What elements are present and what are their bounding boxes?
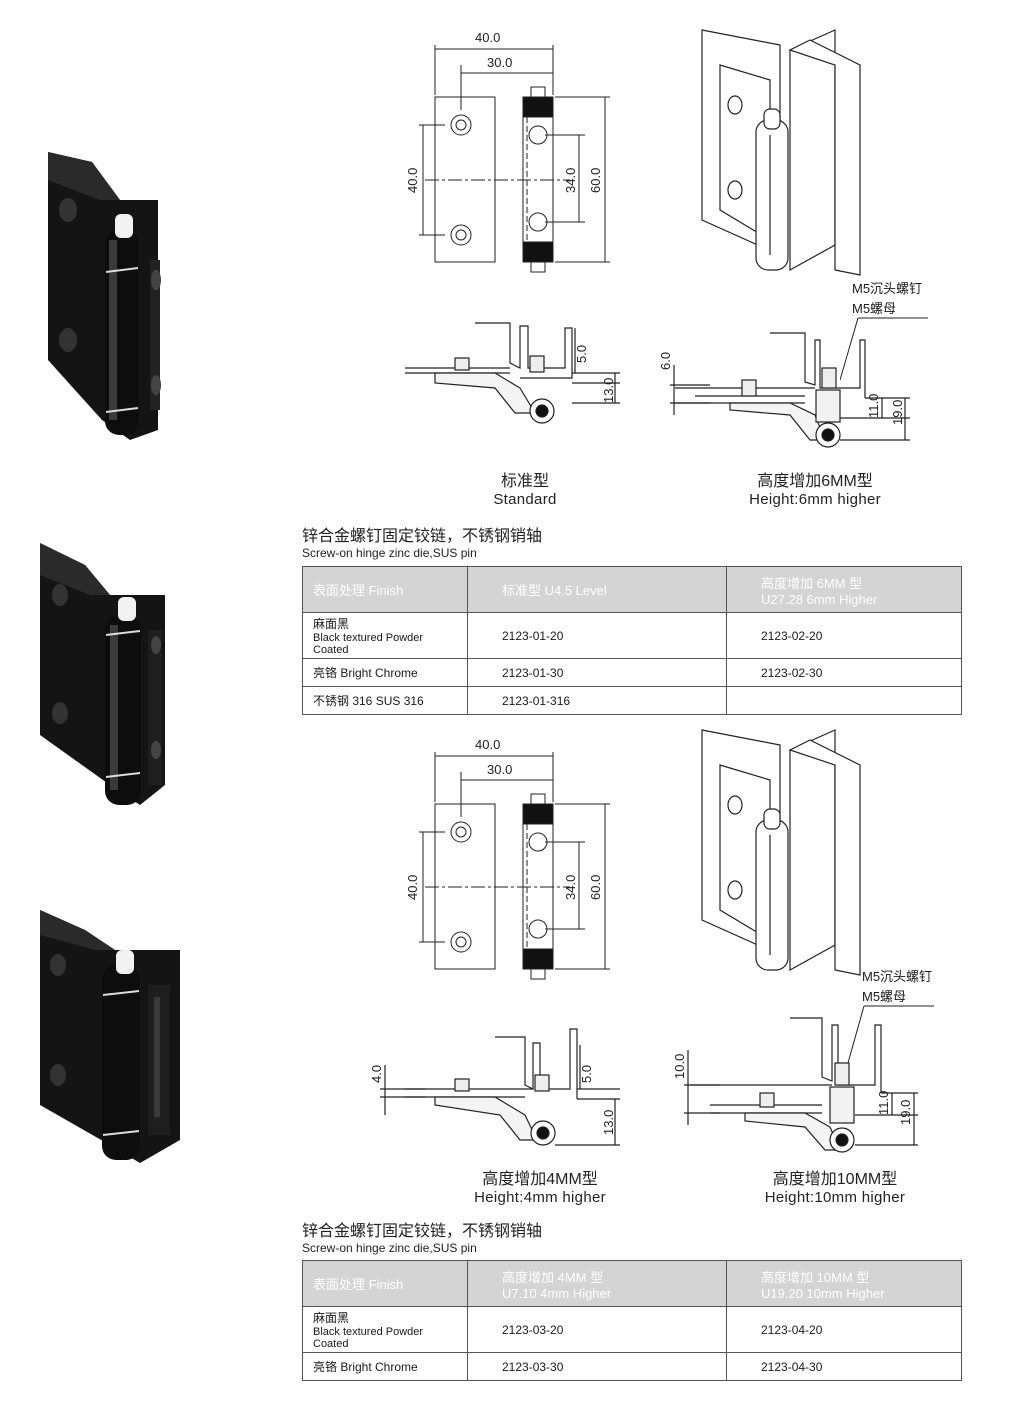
dim-5: 5.0 [579, 1065, 594, 1083]
row-part-standard: 2123-01-316 [467, 686, 727, 715]
row-finish-cn: 麻面黑 [313, 1311, 350, 1325]
dim-height-40: 40.0 [405, 875, 420, 900]
dim-width-30: 30.0 [487, 55, 512, 70]
iso-view-drawing-1 [701, 29, 861, 276]
dim-height-34: 34.0 [563, 168, 578, 193]
dim-width-40: 40.0 [475, 30, 500, 45]
side-view-4mm: 4.0 5.0 13.0 [369, 1028, 620, 1146]
row-part-6mm [726, 686, 962, 715]
side-view-10mm: 10.0 11.0 19.0 [672, 1017, 918, 1153]
callout-screw: M5沉头螺钉 [862, 969, 933, 984]
dim-10: 10.0 [672, 1054, 687, 1079]
callout-screw: M5沉头螺钉 [852, 281, 923, 296]
table2-header-10mm-line1: 高度增加 10MM 型 [761, 1269, 870, 1285]
hinge-photo-2 [40, 543, 165, 805]
dim-6: 6.0 [658, 352, 673, 370]
table2-header-4mm: 高度增加 4MM 型 U7.10 4mm Higher [467, 1260, 727, 1307]
row-part-10mm: 2123-04-20 [726, 1306, 962, 1353]
row-part-4mm: 2123-03-30 [467, 1352, 727, 1381]
row-part-standard: 2123-01-30 [467, 658, 727, 687]
table-row: 亮铬 Bright Chrome 2123-01-30 2123-02-30 [302, 658, 962, 687]
row-part-6mm: 2123-02-20 [726, 612, 962, 659]
table2-header-4mm-line1: 高度增加 4MM 型 [502, 1269, 604, 1285]
table1-header-finish: 表面处理 Finish [302, 566, 468, 613]
table1-header-6mm-line2: U27.28 6mm Higher [761, 591, 878, 607]
front-view-drawing-1: 40.0 30.0 40.0 34.0 60.0 [405, 30, 610, 273]
callout-leader-1 [840, 317, 928, 381]
table1-header-6mm-line1: 高度增加 6MM 型 [761, 575, 863, 591]
dim-height-60: 60.0 [588, 875, 603, 900]
row-finish-en: Black textured Powder Coated [313, 632, 424, 656]
table2-header-10mm-line2: U19.20 10mm Higher [761, 1285, 885, 1301]
dim-13: 13.0 [601, 1110, 616, 1135]
table-row: 亮铬 Bright Chrome 2123-03-30 2123-04-30 [302, 1352, 962, 1381]
dim-height-40: 40.0 [405, 168, 420, 193]
table2-header-4mm-line2: U7.10 4mm Higher [502, 1285, 612, 1301]
dim-19: 19.0 [890, 400, 905, 425]
callout-labels-1: M5沉头螺钉 M5螺母 [852, 279, 922, 319]
dim-11: 11.0 [876, 1091, 891, 1115]
table2-header-finish: 表面处理 Finish [302, 1260, 468, 1307]
callout-labels-2: M5沉头螺钉 M5螺母 [862, 967, 932, 1007]
section-title-1-en: Screw-on hinge zinc die,SUS pin [302, 546, 477, 560]
dim-5: 5.0 [574, 345, 589, 363]
callout-leader-2 [846, 1005, 934, 1071]
caption-standard-en: Standard [493, 491, 557, 508]
row-part-standard: 2123-01-20 [467, 612, 727, 659]
iso-view-drawing-2 [701, 729, 861, 976]
row-part-4mm: 2123-03-20 [467, 1306, 727, 1353]
hinge-photo-1 [48, 152, 161, 440]
caption-standard: 标准型 Standard [455, 467, 595, 508]
front-view-drawing-2: 40.0 30.0 40.0 34.0 60.0 [405, 737, 610, 980]
caption-4mm-cn: 高度增加4MM型 [482, 1171, 598, 1188]
dim-13: 13.0 [601, 378, 616, 403]
table2-header-10mm: 高度增加 10MM 型 U19.20 10mm Higher [726, 1260, 962, 1307]
table1-header-6mm: 高度增加 6MM 型 U27.28 6mm Higher [726, 566, 962, 613]
dim-4: 4.0 [369, 1065, 384, 1083]
caption-10mm-en: Height:10mm higher [764, 1189, 906, 1206]
dim-width-40: 40.0 [475, 737, 500, 752]
caption-standard-cn: 标准型 [500, 473, 549, 490]
spec-table-2: 表面处理 Finish 高度增加 4MM 型 U7.10 4mm Higher … [302, 1260, 962, 1381]
dim-11: 11.0 [866, 394, 881, 418]
caption-10mm: 高度增加10MM型 Height:10mm higher [750, 1165, 920, 1206]
table1-header-standard: 标准型 U4.5 Level [467, 566, 727, 613]
section-title-1: 锌合金螺钉固定铰链，不锈钢销轴 Screw-on hinge zinc die,… [302, 522, 542, 560]
row-part-6mm: 2123-02-30 [726, 658, 962, 687]
spec-table-1: 表面处理 Finish 标准型 U4.5 Level 高度增加 6MM 型 U2… [302, 566, 962, 715]
caption-6mm-cn: 高度增加6MM型 [757, 473, 873, 490]
caption-6mm: 高度增加6MM型 Height:6mm higher [730, 467, 900, 508]
side-view-standard: 5.0 13.0 [405, 322, 620, 424]
callout-nut: M5螺母 [862, 989, 907, 1004]
side-view-6mm: 6.0 11.0 19.0 [658, 332, 910, 448]
dim-19: 19.0 [898, 1100, 913, 1125]
row-finish-cn: 不锈钢 316 SUS 316 [302, 686, 468, 715]
dim-height-60: 60.0 [588, 168, 603, 193]
row-finish-cn: 麻面黑 [313, 617, 350, 631]
hinge-photo-3 [40, 910, 180, 1163]
row-finish-cn: 亮铬 Bright Chrome [302, 1352, 468, 1381]
section-title-1-cn: 锌合金螺钉固定铰链，不锈钢销轴 [302, 528, 543, 545]
caption-4mm: 高度增加4MM型 Height:4mm higher [460, 1165, 620, 1206]
caption-6mm-en: Height:6mm higher [749, 491, 881, 508]
callout-nut: M5螺母 [852, 301, 897, 316]
dim-height-34: 34.0 [563, 875, 578, 900]
row-finish-cn: 亮铬 Bright Chrome [302, 658, 468, 687]
section-title-2-cn: 锌合金螺钉固定铰链，不锈钢销轴 [302, 1223, 543, 1240]
section-title-2-en: Screw-on hinge zinc die,SUS pin [302, 1241, 477, 1255]
section-title-2: 锌合金螺钉固定铰链，不锈钢销轴 Screw-on hinge zinc die,… [302, 1217, 542, 1255]
row-part-10mm: 2123-04-30 [726, 1352, 962, 1381]
dim-width-30: 30.0 [487, 762, 512, 777]
table-row: 不锈钢 316 SUS 316 2123-01-316 [302, 686, 962, 715]
caption-4mm-en: Height:4mm higher [474, 1189, 606, 1206]
row-finish-en: Black textured Powder Coated [313, 1326, 424, 1350]
caption-10mm-cn: 高度增加10MM型 [772, 1171, 898, 1188]
